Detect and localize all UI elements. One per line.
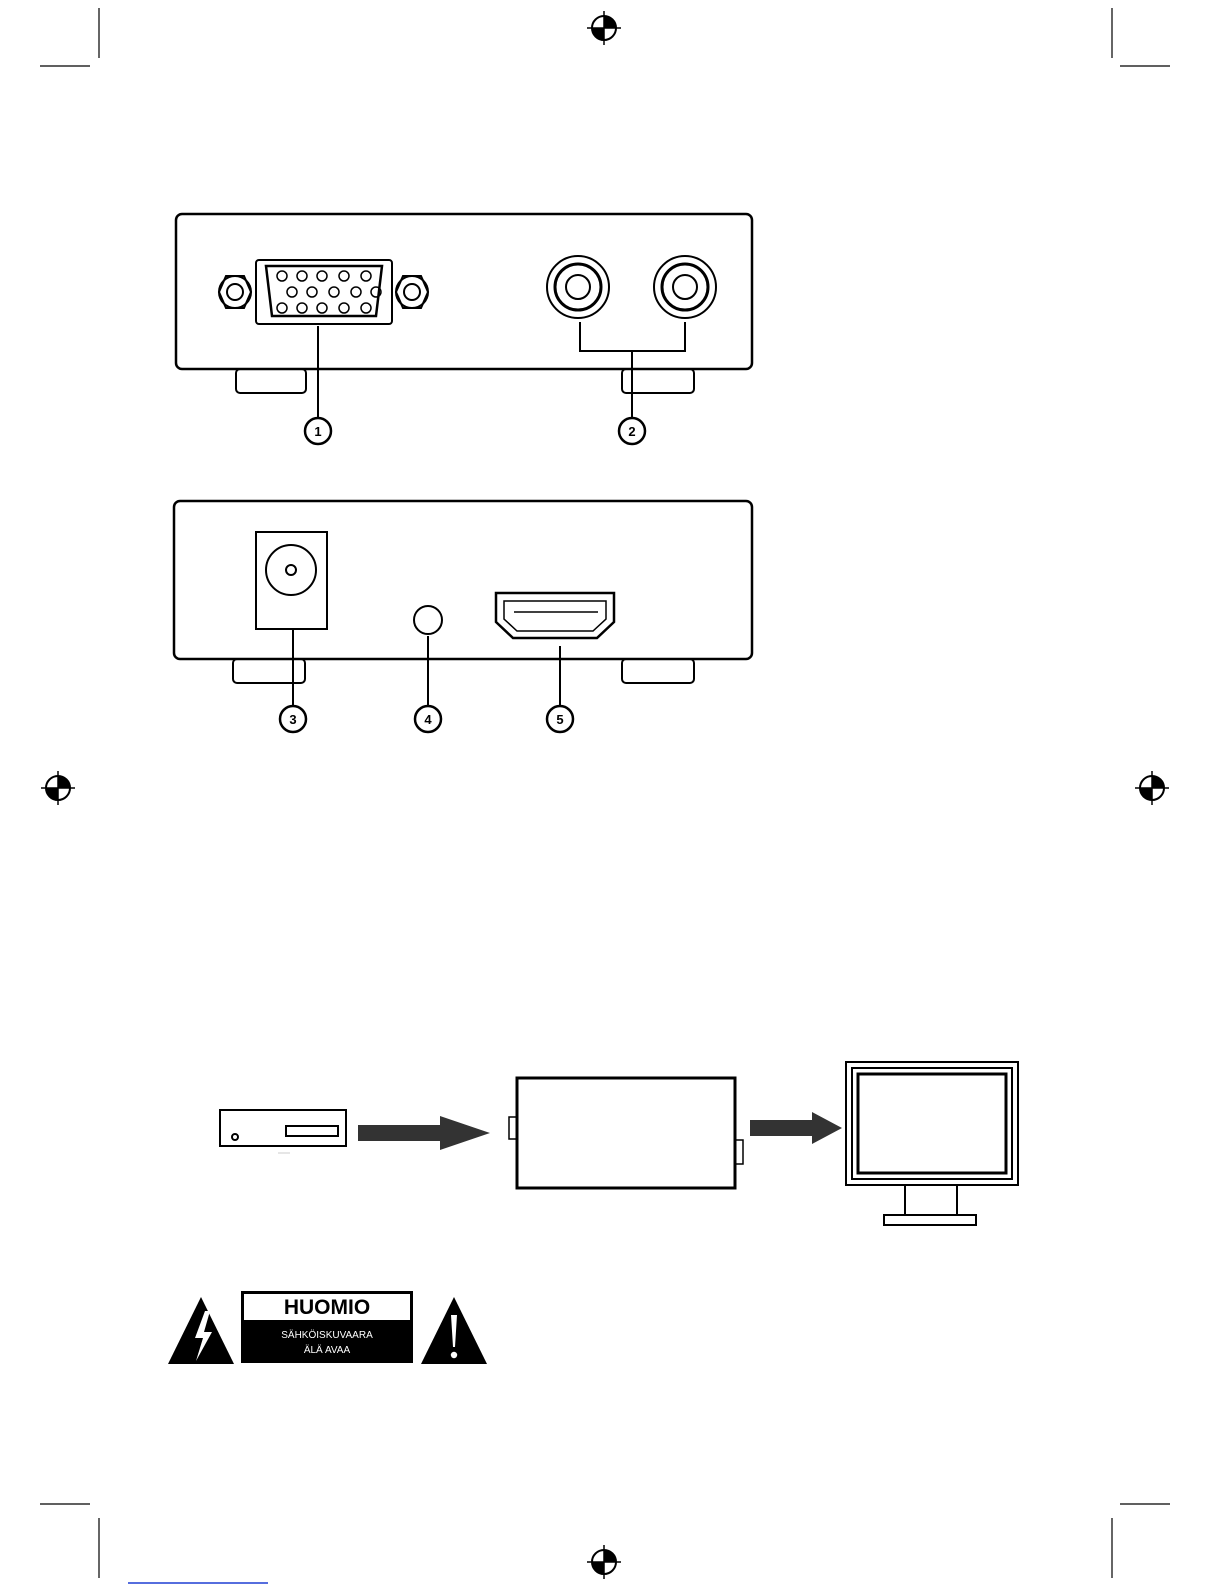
caution-line-2: ÄLÄ AVAA bbox=[304, 1344, 351, 1356]
front-panel-body bbox=[176, 214, 752, 369]
registration-mark-top bbox=[587, 11, 621, 45]
front-foot-left bbox=[236, 369, 306, 393]
callout-2-label: 2 bbox=[628, 424, 635, 439]
callout-3: 3 bbox=[280, 706, 306, 732]
callout-1-label: 1 bbox=[314, 424, 321, 439]
arrow-right-icon-2 bbox=[750, 1112, 842, 1144]
registration-mark-bottom bbox=[587, 1545, 621, 1579]
connection-diagram bbox=[220, 1062, 1018, 1225]
rca-jack-left-icon bbox=[547, 256, 609, 318]
front-panel-diagram bbox=[176, 214, 752, 418]
callout-3-label: 3 bbox=[289, 712, 296, 727]
warning-label: HUOMIO SÄHKÖISKUVAARA ÄLÄ AVAA bbox=[168, 1291, 487, 1364]
callout-4: 4 bbox=[415, 706, 441, 732]
callout-2: 2 bbox=[619, 418, 645, 444]
converter-box-icon bbox=[509, 1078, 743, 1188]
rear-foot-left bbox=[233, 659, 305, 683]
led-indicator-icon bbox=[414, 606, 442, 634]
callout-5: 5 bbox=[547, 706, 573, 732]
vga-port-icon bbox=[219, 260, 428, 324]
caution-title: HUOMIO bbox=[284, 1296, 370, 1319]
rear-foot-right bbox=[622, 659, 694, 683]
registration-mark-left bbox=[41, 771, 75, 805]
rear-panel-diagram bbox=[174, 501, 752, 706]
callout-5-label: 5 bbox=[556, 712, 563, 727]
monitor-icon bbox=[846, 1062, 1018, 1225]
callout-4-label: 4 bbox=[424, 712, 432, 727]
lightning-warning-icon bbox=[168, 1297, 234, 1364]
registration-mark-right bbox=[1135, 771, 1169, 805]
arrow-right-icon bbox=[358, 1116, 490, 1150]
rear-panel-body bbox=[174, 501, 752, 659]
hdmi-port-icon bbox=[496, 593, 614, 638]
caution-line-1: SÄHKÖISKUVAARA bbox=[281, 1329, 373, 1341]
rca-jack-right-icon bbox=[654, 256, 716, 318]
exclamation-warning-icon bbox=[421, 1297, 487, 1364]
callout-1: 1 bbox=[305, 418, 331, 444]
dc-power-jack-icon bbox=[256, 532, 327, 629]
source-player-icon bbox=[220, 1110, 346, 1153]
